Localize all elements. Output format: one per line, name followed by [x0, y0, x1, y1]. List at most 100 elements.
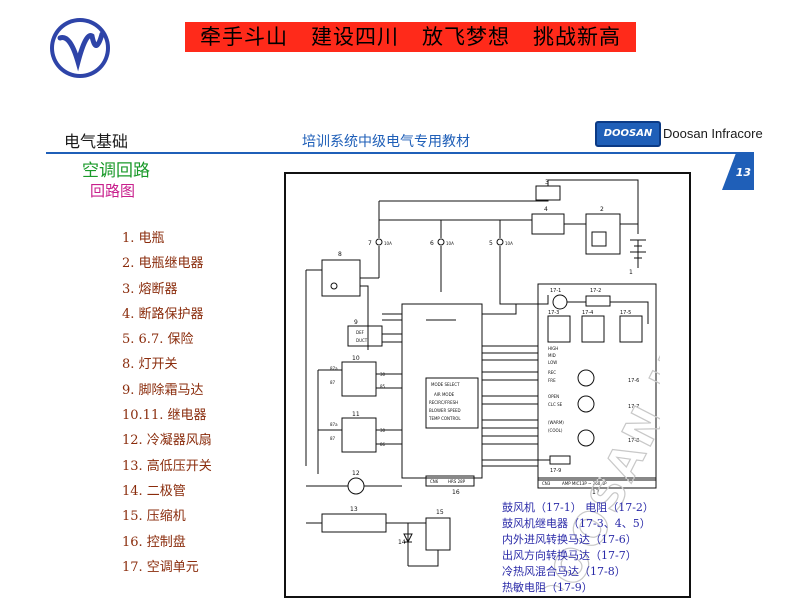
label-87a-top: 87a	[330, 366, 338, 371]
label-4: 4	[544, 206, 548, 213]
label-85: 85	[380, 384, 386, 389]
fuse-3-box	[535, 185, 561, 201]
wire-blower-speed	[482, 345, 538, 361]
label-7: 7	[368, 240, 372, 247]
fuse-7	[375, 238, 383, 246]
label-hrs: HRS 28P	[448, 479, 466, 484]
label-1: 1	[629, 269, 633, 276]
label-fre: FRE	[548, 378, 556, 383]
wire-battery	[564, 223, 639, 268]
list-item: 15. 压缩机	[122, 509, 186, 525]
component-legend: 鼓风机（17-1） 电阻（17-2） 鼓风机继电器（17-3、4、5） 内外进风…	[502, 500, 654, 596]
thermistor-17-9	[549, 455, 571, 465]
relay-17-5	[619, 315, 643, 343]
label-87a-bottom: 87a	[330, 422, 338, 427]
wire-compressor	[408, 522, 439, 567]
list-item: 13. 高低压开关	[122, 458, 212, 474]
list-item: 17. 空调单元	[122, 559, 199, 575]
fuse-6	[437, 238, 445, 246]
label-9: 9	[354, 319, 358, 326]
compressor-15	[425, 517, 451, 551]
label-6: 6	[430, 240, 434, 247]
label-amp: AMP MIC13P ~ 260 4P	[562, 481, 607, 486]
training-title: 培训系统中级电气专用教材	[302, 134, 470, 150]
label-17: 17	[592, 489, 600, 496]
label-warm: (WARM)	[548, 420, 564, 425]
label-5: 5	[489, 240, 493, 247]
control-panel-16	[401, 303, 483, 479]
label-13: 13	[350, 506, 358, 513]
label-17-7: 17-7	[628, 404, 639, 410]
label-mode-select: MODE SELECT	[431, 382, 460, 387]
legend-item: 出风方向转换马达（17-7）	[502, 549, 637, 562]
ac-unit-17	[537, 283, 657, 481]
list-item: 5. 6.7. 保险	[122, 332, 194, 348]
label-17-4: 17-4	[582, 310, 593, 316]
battery-1-symbol	[630, 239, 646, 259]
label-3: 3	[545, 179, 549, 186]
control-panel-display	[425, 377, 479, 429]
label-17-8: 17-8	[628, 438, 639, 444]
diode-14	[403, 523, 413, 566]
wire-panel-top	[382, 304, 517, 321]
legend-item: 鼓风机（17-1） 电阻（17-2）	[502, 501, 654, 514]
label-17-5: 17-5	[620, 310, 631, 316]
list-item: 10.11. 继电器	[122, 408, 207, 424]
light-switch-8	[321, 259, 361, 297]
legend-item: 内外进风转换马达（17-6）	[502, 533, 637, 546]
wire-switch-8	[305, 269, 379, 466]
circuit-svg: 3 4 2 1 7 10A 6 10A 5 10A 8 MODE SELECT …	[305, 179, 657, 567]
label-12: 12	[352, 470, 360, 477]
list-item: 2. 电瓶继电器	[122, 256, 204, 272]
page-number-tab: 13	[722, 152, 754, 190]
pressure-switch-13	[321, 513, 387, 533]
label-clcse: CLC SE	[548, 402, 563, 407]
page-subsubtitle: 回路图	[90, 182, 136, 200]
company-logo	[50, 18, 110, 78]
label-mid: MID	[548, 353, 556, 358]
label-def: DEF	[356, 330, 365, 335]
header-divider	[46, 152, 751, 154]
list-item: 1. 电瓶	[122, 231, 165, 246]
legend-item: 鼓风机继电器（17-3、4、5）	[502, 517, 651, 530]
label-6-rating: 10A	[446, 241, 454, 246]
relay-17-3	[547, 315, 571, 343]
relay-11	[341, 417, 377, 453]
legend-item: 冷热风混合马达（17-8）	[502, 565, 626, 578]
motor-17-8	[577, 429, 595, 447]
label-blower: BLOWER SPEED	[429, 408, 461, 413]
lamp-symbol	[330, 282, 338, 290]
label-11: 11	[352, 411, 360, 418]
label-14: 14	[398, 539, 406, 546]
wire-thermistor	[482, 459, 550, 467]
doosan-logo-text: DOOSAN	[603, 128, 653, 139]
label-temp: TEMP CONTROL	[428, 416, 461, 421]
label-low: LOW	[548, 360, 557, 365]
defrost-motor-9	[347, 325, 383, 347]
wire-fuse-bus	[378, 201, 532, 238]
label-high: HIGH	[548, 346, 558, 351]
wire-temp	[482, 419, 538, 445]
legend-item: 热敏电阻（17-9）	[502, 581, 593, 594]
list-item: 16. 控制盘	[122, 534, 186, 550]
relay-17-4	[581, 315, 605, 343]
doosan-logo: DOOSAN	[595, 121, 661, 147]
label-87-bottom: 87	[330, 436, 336, 441]
brand-name: Doosan Infracore	[663, 126, 763, 141]
motor-17-7	[577, 395, 595, 413]
label-16: 16	[452, 489, 460, 496]
label-17-3: 17-3	[548, 310, 559, 316]
connector-cn6	[425, 475, 475, 487]
label-cool: (COOL)	[548, 428, 563, 433]
wire-mode	[482, 395, 538, 405]
page-subtitle: 空调回路	[82, 161, 150, 181]
condenser-fan-12	[347, 477, 365, 495]
list-item: 3. 熔断器	[122, 281, 178, 297]
label-87-top: 87	[330, 380, 336, 385]
fuse-5	[496, 238, 504, 246]
blower-17-1	[552, 294, 568, 310]
resistor-17-2	[585, 295, 611, 307]
wire-relays	[317, 369, 402, 474]
wire-recirc	[482, 371, 538, 381]
motor-17-6	[577, 369, 595, 387]
